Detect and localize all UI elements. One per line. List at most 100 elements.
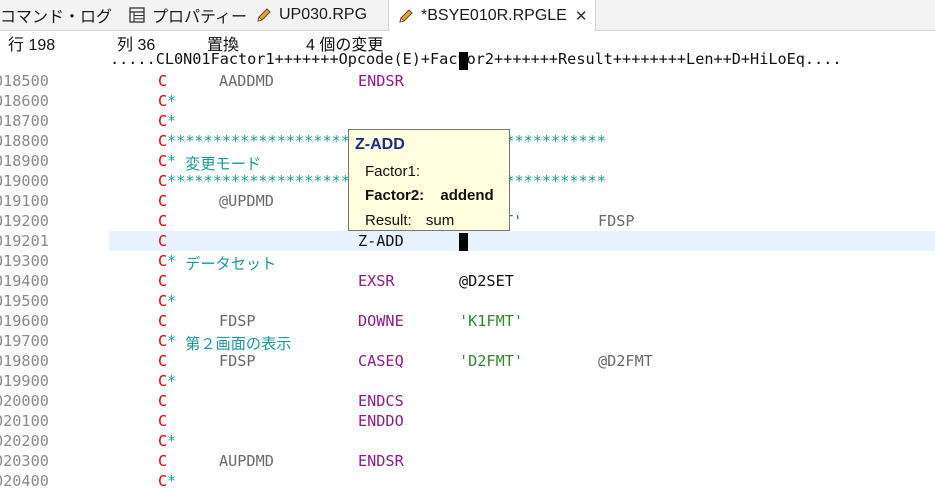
spec-type: C: [158, 352, 168, 370]
comment-text: データセット: [176, 255, 277, 273]
code-line[interactable]: 020300CAUPDMDENDSR: [0, 451, 935, 471]
spec-type: C: [158, 152, 168, 170]
opcode-field: EXSR: [358, 272, 395, 290]
code-line[interactable]: 018600C*: [0, 91, 935, 111]
opcode-field: CASEQ: [358, 352, 404, 370]
code-line[interactable]: 019800CFDSPCASEQ'D2FMT'@D2FMT: [0, 351, 935, 371]
close-icon[interactable]: ✕: [574, 7, 588, 25]
pencil-icon: [257, 8, 271, 22]
spec-type: C: [158, 172, 168, 190]
comment-marker: *: [167, 92, 177, 110]
tab-label: *BSYE010R.RPGLE: [421, 6, 567, 24]
result-field: FDSP: [598, 212, 635, 230]
line-number: 020000: [0, 392, 49, 410]
line-number: 018600: [0, 92, 49, 110]
spec-type: C: [158, 372, 168, 390]
comment-marker: *: [167, 112, 177, 130]
code-line[interactable]: 020100 C ENDDO: [0, 411, 935, 431]
change-count: 4 個の変更: [306, 37, 384, 54]
line-number: 018900: [0, 152, 49, 170]
code-line[interactable]: 019201 C Z-ADD: [0, 231, 935, 251]
pencil-icon: [399, 8, 413, 23]
line-number: 020100: [0, 412, 49, 430]
tab-label: プロパティー: [152, 9, 248, 26]
tab-bsye010r-rpgle[interactable]: *BSYE010R.RPGLE ✕: [388, 0, 597, 31]
row-indicator: 行 198: [8, 37, 56, 54]
line-number: 019201: [0, 232, 49, 250]
line-number: 019500: [0, 292, 49, 310]
tooltip-factor1-row: Factor1:: [365, 163, 420, 180]
comment-marker: *: [167, 432, 177, 450]
code-line[interactable]: 019500C*: [0, 291, 935, 311]
code-line[interactable]: 019400CEXSR@D2SET: [0, 271, 935, 291]
line-number: 020300: [0, 452, 49, 470]
tab-command-log[interactable]: コマンド・ログ: [0, 0, 112, 30]
line-number: 018500: [0, 72, 49, 90]
editor-status-line: 行 198 列 36 置換 4 個の変更: [0, 30, 935, 54]
code-line[interactable]: 018700 C*: [0, 111, 935, 131]
editor-tab-bar: コマンド・ログ プロパティー UP030.RPG *BSYE010R.RPGLE…: [0, 0, 935, 31]
comment-marker: *: [167, 292, 177, 310]
text-cursor: [459, 233, 468, 251]
line-number: 019200: [0, 212, 49, 230]
tooltip-result-label: Result:: [365, 212, 412, 229]
factor2-field: 'K1FMT': [459, 312, 524, 330]
line-number: 019900: [0, 372, 49, 390]
code-line[interactable]: 018900C* 変更モード: [0, 151, 935, 173]
code-line[interactable]: 019900C*: [0, 371, 935, 391]
code-line[interactable]: 020200 C*: [0, 431, 935, 451]
spec-type: C: [158, 472, 168, 490]
spec-type: C: [158, 112, 168, 130]
factor1-field: FDSP: [219, 352, 256, 370]
tooltip-factor1-label: Factor1:: [365, 163, 421, 180]
line-number: 020400: [0, 472, 49, 490]
tooltip-factor2-value: addend: [440, 187, 494, 204]
line-number: 019700: [0, 332, 49, 350]
opcode-field: Z-ADD: [358, 232, 404, 250]
column-indicator: 列 36: [117, 37, 156, 54]
spec-type: C: [158, 192, 168, 210]
line-number: 018800: [0, 132, 49, 150]
spec-type: C: [158, 72, 168, 90]
code-line[interactable]: 019700C* 第２画面の表示: [0, 331, 935, 353]
comment-text: 第２画面の表示: [176, 335, 292, 353]
spec-type: C: [158, 312, 168, 330]
tooltip-result-row: Result: sum: [365, 212, 454, 229]
comment-marker: *: [167, 472, 177, 490]
opcode-field: ENDCS: [358, 392, 404, 410]
format-ruler: .....CL0N01Factor1+++++++Opcode(E)+Facto…: [110, 50, 842, 68]
line-number: 019800: [0, 352, 49, 370]
line-number: 018700: [0, 112, 49, 130]
insert-mode-indicator: 置換: [207, 37, 240, 54]
tooltip-result-value: sum: [425, 212, 455, 229]
code-line[interactable]: 019200CT'FDSP: [0, 211, 935, 231]
code-line[interactable]: 018500CAADDMDENDSR: [0, 71, 935, 91]
spec-type: C: [158, 452, 168, 470]
tab-label: コマンド・ログ: [0, 9, 113, 26]
line-number: 019100: [0, 192, 49, 210]
spec-type: C: [158, 212, 168, 230]
tab-up030-rpg[interactable]: UP030.RPG: [255, 0, 367, 30]
code-line[interactable]: 019100C@UPDMD: [0, 191, 935, 211]
spec-type: C: [158, 412, 168, 430]
opcode-field: ENDDO: [358, 412, 404, 430]
code-line[interactable]: 020400 C*: [0, 471, 935, 491]
spec-type: C: [158, 432, 168, 450]
code-line[interactable]: 019300C* データセット: [0, 251, 935, 273]
code-line[interactable]: 019600CFDSPDOWNE'K1FMT': [0, 311, 935, 331]
factor2-field: @D2SET: [459, 272, 514, 290]
line-number: 020200: [0, 432, 49, 450]
opcode-field: ENDSR: [358, 452, 404, 470]
spec-type: C: [158, 232, 168, 250]
tab-label: UP030.RPG: [279, 6, 368, 23]
code-line[interactable]: 020000CENDCS: [0, 391, 935, 411]
comment-text: 変更モード: [176, 155, 262, 173]
line-number: 019600: [0, 312, 49, 330]
factor2-field: 'D2FMT': [459, 352, 524, 370]
spec-type: C: [158, 332, 168, 350]
line-number: 019300: [0, 252, 49, 270]
line-number: 019000: [0, 172, 49, 190]
line-number: 019400: [0, 272, 49, 290]
tab-properties[interactable]: プロパティー: [128, 0, 247, 30]
ruler-cursor-marker: [459, 52, 468, 70]
